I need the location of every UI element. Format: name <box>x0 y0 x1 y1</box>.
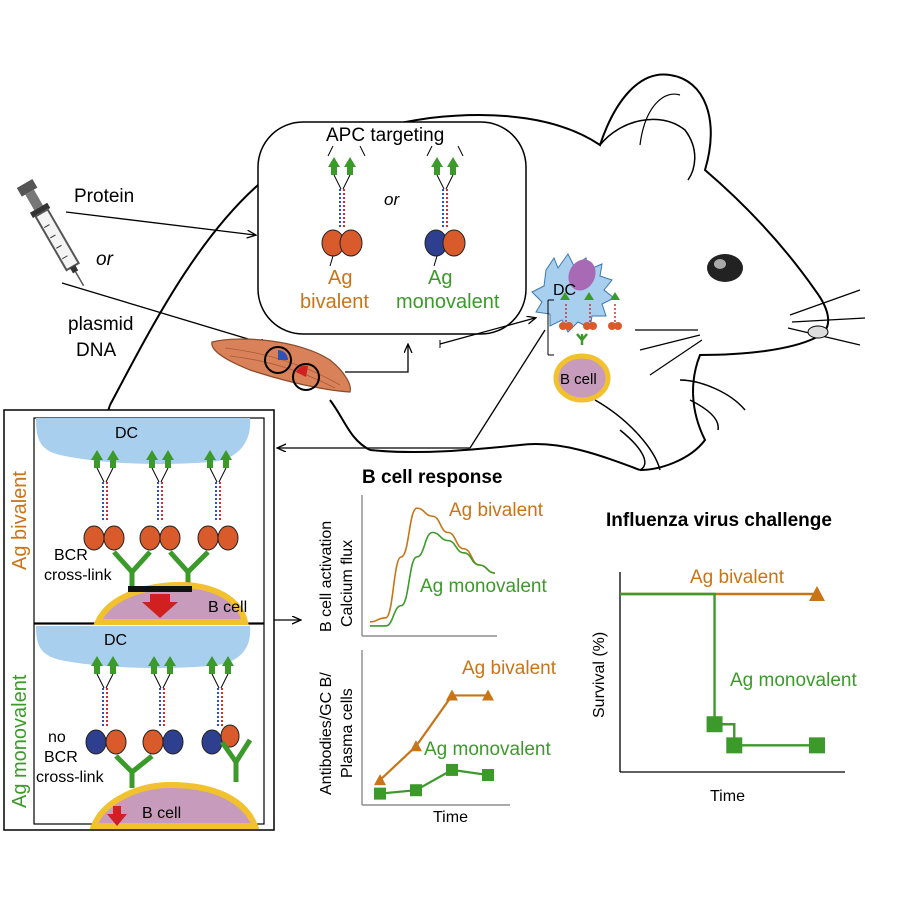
label-ag-monovalent-1: Ag <box>428 267 452 289</box>
arrow-inset-line <box>469 329 546 449</box>
bottom-series-line <box>379 768 489 795</box>
influenza-point-monovalent <box>809 737 825 754</box>
influenza-xlabel: Time <box>710 788 745 805</box>
inset-bcell-label: B cell <box>560 371 597 388</box>
pointer-line <box>359 145 366 157</box>
bottom-point-bivalent <box>446 689 458 701</box>
top-legend-bivalent: Ag bivalent <box>449 500 544 521</box>
bottom-legend-bivalent: Ag bivalent <box>462 658 557 679</box>
bcr-cross-link-line2: cross-link <box>44 567 113 584</box>
label-ag-bivalent-1: Ag <box>328 267 352 289</box>
panel-bivalent-side-label: Ag bivalent <box>9 471 31 570</box>
apc-box-or: or <box>384 190 400 209</box>
bottom-series-line <box>379 694 488 781</box>
bottom-point-monovalent <box>482 769 494 781</box>
no-bcr-line3: cross-link <box>36 769 105 786</box>
inset-dc-bcell <box>531 253 622 403</box>
panel-monovalent-dc: DC <box>104 632 127 649</box>
label-ag-bivalent-2: bivalent <box>300 291 369 313</box>
bottom-legend-monovalent: Ag monovalent <box>424 739 551 760</box>
bottom-point-bivalent <box>374 774 386 786</box>
label-or-injection: or <box>96 249 114 270</box>
label-dna: DNA <box>76 340 116 361</box>
top-series-monovalent-line <box>370 531 496 627</box>
apc-box-title: APC targeting <box>326 125 444 146</box>
pointer-line <box>457 145 464 157</box>
top-series-bivalent-line <box>369 507 496 623</box>
no-bcr-line1: no <box>48 729 66 746</box>
arrow-to-dc <box>439 318 535 345</box>
influenza-series-line <box>620 592 817 747</box>
top-chart-ylabel-2: Calcium flux <box>339 540 356 627</box>
influenza-legend-monovalent: Ag monovalent <box>730 670 857 691</box>
arrow-muscle-to-apc <box>345 345 408 373</box>
bottom-chart-plot <box>374 689 494 800</box>
bottom-chart-ylabel-1: Antibodies/GC B/ <box>318 672 335 795</box>
label-protein: Protein <box>74 186 134 207</box>
apc-targeting-box <box>257 121 527 335</box>
mouse-nose <box>807 325 829 339</box>
bcell-response-title: B cell response <box>362 467 502 488</box>
muscle-tissue <box>211 338 351 393</box>
label-plasmid: plasmid <box>68 314 133 335</box>
influenza-ylabel: Survival (%) <box>591 632 608 718</box>
bcr-cross-link-line1: BCR <box>54 547 88 564</box>
pointer-line <box>327 145 334 157</box>
pointer-line <box>426 145 433 157</box>
syringe-icon <box>16 179 85 287</box>
influenza-point-monovalent <box>706 716 723 733</box>
bottom-chart-xlabel: Time <box>433 809 468 826</box>
influenza-plot <box>620 586 825 754</box>
top-chart-ylabel-1: B cell activation <box>318 521 335 632</box>
top-legend-monovalent: Ag monovalent <box>420 576 547 597</box>
monovalent-panel-art <box>36 626 260 829</box>
label-ag-monovalent-2: monovalent <box>396 291 500 313</box>
panel-bivalent-bcell: B cell <box>208 599 247 616</box>
influenza-title: Influenza virus challenge <box>606 510 832 531</box>
panel-bivalent-dc: DC <box>115 425 138 442</box>
bottom-point-bivalent <box>482 689 494 701</box>
influenza-point-bivalent <box>809 586 825 601</box>
influenza-legend-bivalent: Ag bivalent <box>690 567 785 588</box>
construct-bivalent <box>321 156 363 257</box>
panel-monovalent-side-label: Ag monovalent <box>9 674 31 808</box>
inset-dc-label: DC <box>553 282 576 299</box>
bivalent-panel-art <box>36 418 251 625</box>
arrow-plasmid <box>61 282 268 345</box>
no-bcr-line2: BCR <box>44 749 78 766</box>
bottom-point-bivalent <box>410 740 422 752</box>
pointer-line <box>329 255 334 267</box>
arrow-protein <box>65 211 255 235</box>
bottom-point-monovalent <box>410 784 422 797</box>
panel-monovalent-bcell: B cell <box>142 805 181 822</box>
bottom-chart-ylabel-2: Plasma cells <box>339 688 356 778</box>
bottom-point-monovalent <box>374 787 386 800</box>
pointer-line <box>433 255 438 267</box>
influenza-point-monovalent <box>726 737 743 754</box>
mouse-eye <box>707 254 743 282</box>
construct-monovalent <box>424 156 466 257</box>
bottom-point-monovalent <box>446 763 458 776</box>
